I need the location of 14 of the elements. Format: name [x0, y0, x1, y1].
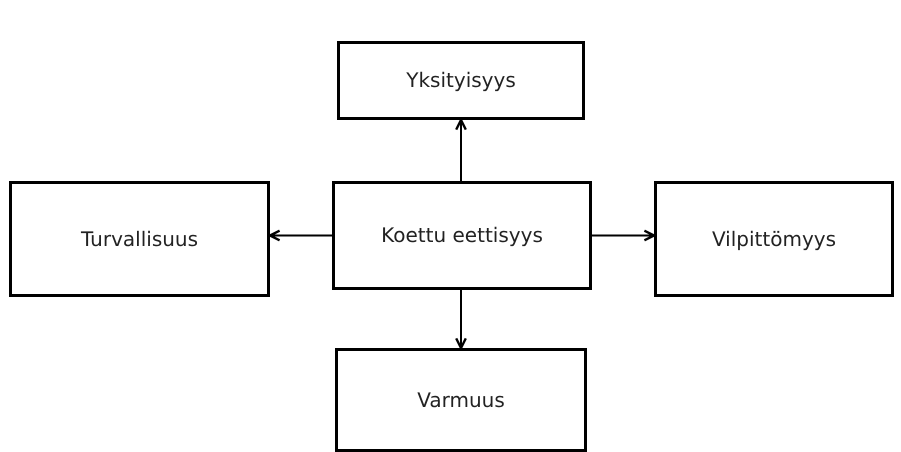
process-box	[332, 181, 592, 290]
process-box	[654, 181, 894, 297]
arrow	[455, 118, 467, 181]
box-label: Turvallisuus	[80, 226, 200, 252]
box-label: Vilpittömyys	[710, 226, 838, 252]
box-label: Koettu eettisyys	[380, 222, 544, 249]
box-label: Varmuus	[416, 386, 506, 414]
arrow	[268, 230, 332, 242]
process-box	[335, 348, 587, 452]
box-label: Yksityisyys	[405, 67, 517, 94]
process-box	[337, 41, 585, 120]
process-box	[9, 181, 270, 297]
arrow	[455, 290, 467, 350]
arrow	[592, 230, 656, 242]
